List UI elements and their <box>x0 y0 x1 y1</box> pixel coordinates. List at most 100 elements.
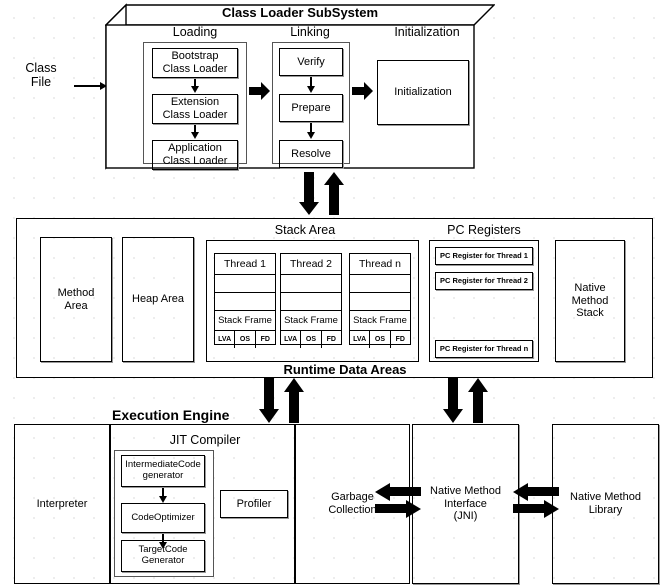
class-file-label-line2: File <box>30 74 52 89</box>
extension-class-loader-line2: Class Loader <box>162 109 228 121</box>
arrow-jni-to-runtime-up-icon <box>468 378 488 424</box>
runtime-data-areas-container <box>16 218 653 378</box>
thread-2-stack-frame: Stack Frame <box>281 311 341 331</box>
native-method-interface-box[interactable]: Native Method Interface (JNI) <box>412 424 519 584</box>
pc-register-thread-2-box[interactable]: PC Register for Thread 2 <box>435 272 533 290</box>
native-method-stack-line1: Native <box>574 282 606 295</box>
linking-arrow-1-head-icon <box>307 86 315 93</box>
native-method-library-line1: Native Method <box>570 491 641 504</box>
pc-registers-group <box>429 240 539 362</box>
jit-compiler-title: JIT Compiler <box>169 433 241 447</box>
runtime-data-areas-title: Runtime Data Areas <box>283 362 407 377</box>
linking-group <box>272 42 350 164</box>
code-optimizer-box[interactable]: CodeOptimizer <box>121 503 205 533</box>
intermediate-code-generator-box[interactable]: IntermediateCode generator <box>121 455 205 487</box>
jit-arrow-1-line <box>162 488 164 499</box>
resolve-label: Resolve <box>291 147 331 160</box>
jit-arrow-1-head-icon <box>159 496 167 503</box>
pc-register-thread-1-box[interactable]: PC Register for Thread 1 <box>435 247 533 265</box>
application-class-loader-line1: Application <box>168 142 222 155</box>
class-loader-title: Class Loader SubSystem <box>221 5 379 20</box>
jit-compiler-panel <box>110 424 295 584</box>
arrow-jni-to-library-right-icon <box>513 500 559 518</box>
jit-arrow-2-line <box>162 534 164 545</box>
native-method-library-box[interactable]: Native Method Library <box>552 424 659 584</box>
initialization-box[interactable]: Initialization <box>377 60 469 125</box>
loading-group <box>143 42 247 164</box>
native-method-interface-line2: Interface <box>444 497 487 510</box>
native-method-stack-line2: Method <box>571 294 609 307</box>
code-optimizer-label: CodeOptimizer <box>131 511 195 523</box>
phase-title-linking: Linking <box>290 25 330 39</box>
loading-arrow-1-head-icon <box>191 86 199 93</box>
pc-register-thread-n-box[interactable]: PC Register for Thread n <box>435 340 533 358</box>
heap-area-label: Heap Area <box>132 293 184 306</box>
thread-2-box[interactable]: Thread 2 Stack Frame LVA OS FD <box>280 253 342 348</box>
bootstrap-class-loader-line1: Bootstrap <box>171 50 219 63</box>
verify-box[interactable]: Verify <box>279 48 343 76</box>
phase-title-initialization: Initialization <box>394 25 460 39</box>
arrow-loading-to-linking-icon <box>249 81 271 101</box>
pc-register-thread-1-label: PC Register for Thread 1 <box>440 250 528 260</box>
arrow-linking-to-initialization-icon <box>352 81 374 101</box>
extension-class-loader-box[interactable]: Extension Class Loader <box>152 94 238 124</box>
arrow-classloader-down-icon <box>299 172 319 216</box>
thread-1-stack-frame: Stack Frame <box>215 311 275 331</box>
garbage-collection-line2: Collection <box>328 504 377 516</box>
target-code-generator-line2: Generator <box>141 555 185 566</box>
thread-n-slot-lva: LVA <box>350 331 371 348</box>
resolve-box[interactable]: Resolve <box>279 140 343 168</box>
execution-engine-title: Execution Engine <box>112 407 230 423</box>
arrow-engine-to-runtime-up-icon <box>284 378 304 424</box>
linking-arrow-1-line <box>310 77 312 89</box>
class-file-label: Class File <box>10 61 72 90</box>
pc-register-thread-2-label: PC Register for Thread 2 <box>440 275 528 285</box>
thread-2-empty-slot-2 <box>281 293 341 311</box>
linking-arrow-2-line <box>310 123 312 135</box>
thread-n-stack-frame: Stack Frame <box>350 311 410 331</box>
native-method-interface-line1: Native Method <box>430 485 501 498</box>
native-method-library-line2: Library <box>588 504 623 516</box>
thread-n-slot-fd: FD <box>395 336 405 343</box>
native-method-stack-line3: Stack <box>576 307 604 320</box>
profiler-box[interactable]: Profiler <box>220 490 288 518</box>
class-file-label-line1: Class <box>25 61 57 75</box>
arrow-runtime-to-jni-down-icon <box>443 378 463 424</box>
thread-1-box[interactable]: Thread 1 Stack Frame LVA OS FD <box>214 253 276 348</box>
profiler-label: Profiler <box>236 497 272 510</box>
prepare-box[interactable]: Prepare <box>279 94 343 122</box>
arrow-runtime-to-engine-down-icon <box>259 378 279 424</box>
thread-1-empty-slot-1 <box>215 275 275 293</box>
class-file-arrow-head-icon <box>100 82 107 90</box>
thread-2-name: Thread 2 <box>281 254 341 275</box>
extension-class-loader-line1: Extension <box>170 96 220 109</box>
thread-2-slot-os: OS <box>301 331 322 348</box>
arrow-classloader-up-icon <box>324 172 344 216</box>
bootstrap-class-loader-box[interactable]: Bootstrap Class Loader <box>152 48 238 78</box>
thread-1-empty-slot-2 <box>215 293 275 311</box>
interpreter-box[interactable]: Interpreter <box>14 424 110 584</box>
jit-arrow-2-head-icon <box>159 542 167 549</box>
thread-1-slot-os: OS <box>235 331 256 348</box>
native-method-stack-box[interactable]: Native Method Stack <box>555 240 625 362</box>
pc-registers-title: PC Registers <box>447 223 521 237</box>
thread-2-empty-slot-1 <box>281 275 341 293</box>
intermediate-code-generator-line2: generator <box>142 470 184 481</box>
arrow-gc-to-jni-right-icon <box>375 500 421 518</box>
application-class-loader-box[interactable]: Application Class Loader <box>152 140 238 170</box>
thread-n-empty-slot-1 <box>350 275 410 293</box>
stack-area-title: Stack Area <box>274 223 336 237</box>
phase-title-loading: Loading <box>172 25 218 39</box>
target-code-generator-box[interactable]: TargetCode Generator <box>121 540 205 572</box>
initialization-label: Initialization <box>394 86 452 99</box>
thread-n-box[interactable]: Thread n Stack Frame LVA OS FD <box>349 253 411 348</box>
thread-2-slot-fd: FD <box>326 336 336 343</box>
thread-n-slot-os: OS <box>370 331 391 348</box>
heap-area-box[interactable]: Heap Area <box>122 237 194 362</box>
method-area-line2: Area <box>64 299 88 312</box>
target-code-generator-line1: TargetCode <box>138 544 188 556</box>
verify-label: Verify <box>297 55 325 68</box>
method-area-box[interactable]: Method Area <box>40 237 112 362</box>
thread-n-empty-slot-2 <box>350 293 410 311</box>
